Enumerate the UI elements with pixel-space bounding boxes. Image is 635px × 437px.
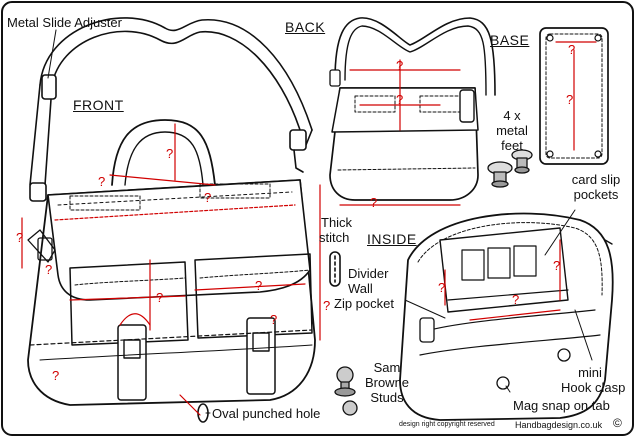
metal-feet-shape [487, 149, 533, 188]
label-mag-snap: Mag snap on tab [513, 398, 610, 413]
measure-mark: ? [568, 42, 576, 57]
back-measurements [339, 59, 461, 206]
card-slip-3 [513, 245, 537, 277]
measure-mark: ? [512, 292, 520, 307]
measure-mark: ? [156, 290, 164, 305]
heading-base: BASE [490, 32, 530, 48]
copyright-symbol: © [613, 416, 622, 430]
measure-mark: ? [98, 174, 106, 189]
website-label: Handbagdesign.co.uk [515, 420, 603, 430]
back-strap [334, 17, 496, 96]
measure-mark: ? [270, 312, 278, 327]
label-sam-browne-2: Browne [364, 375, 410, 390]
measure-mark: ? [396, 58, 404, 73]
label-thick-stitch-2: stitch [319, 230, 350, 245]
inside-measurements [444, 239, 561, 321]
front-measurements [21, 123, 321, 416]
label-card-slip-1: card slip [571, 172, 621, 187]
measure-mark: ? [566, 92, 574, 107]
label-metal-feet-2: metal [496, 123, 528, 138]
copyright-note: design right copyright reserved [399, 421, 495, 428]
front-pocket-right [194, 253, 313, 339]
measure-mark: ? [255, 278, 263, 293]
label-metal-feet-1: 4 x [503, 108, 521, 123]
label-oval-punched-hole: Oval punched hole [212, 406, 321, 421]
sam-browne-studs-shape [334, 366, 358, 416]
front-buckle-strap-right [246, 317, 276, 395]
front-top-handle [111, 119, 216, 186]
measure-mark: ? [52, 368, 60, 383]
front-view [27, 17, 316, 423]
measure-mark: ? [370, 195, 378, 210]
front-buckle-strap-left [117, 324, 147, 401]
heading-inside: INSIDE [367, 231, 417, 247]
card-slip-1 [461, 249, 485, 281]
thick-stitch-shape [329, 251, 341, 287]
front-right-hook [289, 129, 307, 151]
heading-back: BACK [285, 19, 326, 35]
slide-adjuster-shape [41, 74, 57, 100]
label-sam-browne-3: Studs [370, 390, 404, 405]
label-metal-feet-3: feet [501, 138, 523, 153]
measure-mark: ? [166, 146, 174, 161]
front-left-hook [29, 182, 47, 202]
label-thick-stitch-1: Thick [321, 215, 353, 230]
measure-mark: ? [438, 280, 446, 295]
label-divider-3: Zip pocket [334, 296, 394, 311]
label-mini-hook-2: Hook clasp [561, 380, 626, 395]
label-mini-hook-1: mini [578, 365, 602, 380]
label-card-slip-2: pockets [573, 187, 619, 202]
heading-front: FRONT [73, 97, 124, 113]
back-view [329, 17, 496, 201]
measure-mark: ? [323, 298, 331, 313]
leader-lines [47, 29, 593, 414]
measure-mark: ? [553, 258, 561, 273]
label-divider-1: Divider [348, 266, 389, 281]
label-divider-2: Wall [348, 281, 373, 296]
measure-mark: ? [204, 190, 212, 205]
measure-mark: ? [396, 92, 404, 107]
base-measurements [555, 41, 597, 151]
card-slip-2 [487, 247, 511, 279]
measure-mark: ? [16, 230, 24, 245]
front-pocket-left [69, 261, 189, 346]
label-sam-browne-1: Sam [373, 360, 401, 375]
label-metal-slide-adjuster: Metal Slide Adjuster [7, 15, 122, 30]
measure-mark: ? [45, 262, 53, 277]
front-shoulder-strap [51, 30, 301, 131]
